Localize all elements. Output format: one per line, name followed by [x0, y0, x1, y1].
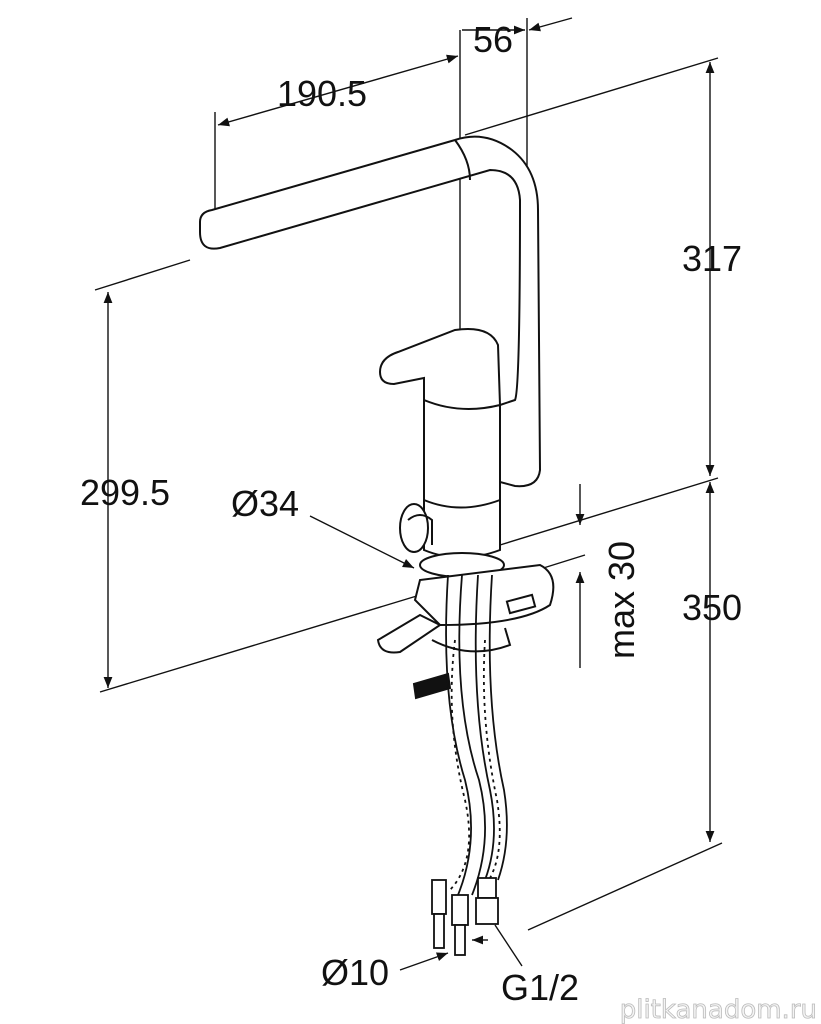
dim-label-350: 350 — [682, 587, 742, 628]
watermark: plitkanadom.ru — [620, 995, 817, 1024]
dim-label-317: 317 — [682, 238, 742, 279]
dimension-lines — [94, 17, 723, 971]
dim-label-d34: Ø34 — [231, 483, 299, 524]
dim-label-max30: max 30 — [601, 541, 642, 659]
dim-label-56: 56 — [473, 19, 513, 60]
dim-label-d10: Ø10 — [321, 952, 389, 993]
faucet — [199, 135, 555, 700]
supply-hoses — [431, 574, 508, 956]
dim-label-299-5: 299.5 — [80, 472, 170, 513]
dim-label-g12: G1/2 — [501, 967, 579, 1008]
dim-label-190-5: 190.5 — [277, 73, 367, 114]
